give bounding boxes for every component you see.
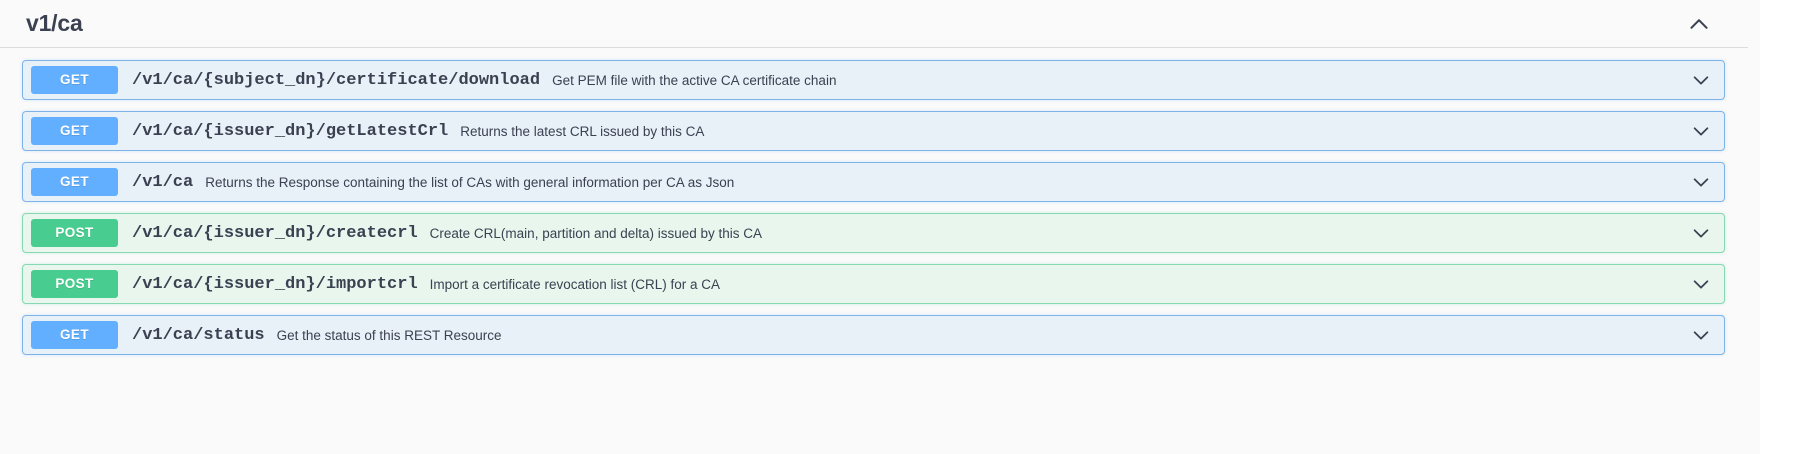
operation-path: /v1/ca/{issuer_dn}/createcrl bbox=[132, 223, 418, 243]
operation-row[interactable]: GET /v1/ca/status Get the status of this… bbox=[22, 315, 1725, 355]
operations-list: GET /v1/ca/{subject_dn}/certificate/down… bbox=[0, 60, 1748, 355]
chevron-down-icon[interactable] bbox=[1690, 324, 1712, 346]
http-method-badge: GET bbox=[31, 66, 118, 94]
operation-description: Get the status of this REST Resource bbox=[276, 327, 502, 343]
chevron-up-icon[interactable] bbox=[1686, 11, 1712, 37]
page-title: v1/ca bbox=[26, 10, 83, 36]
operation-description: Get PEM file with the active CA certific… bbox=[552, 72, 837, 88]
operation-path: /v1/ca/{subject_dn}/certificate/download bbox=[132, 70, 541, 90]
chevron-down-icon[interactable] bbox=[1690, 120, 1712, 142]
operation-path: /v1/ca/{issuer_dn}/getLatestCrl bbox=[132, 121, 449, 141]
operation-path: /v1/ca/{issuer_dn}/importcrl bbox=[132, 274, 418, 294]
operation-description: Import a certificate revocation list (CR… bbox=[429, 276, 720, 292]
operation-path: /v1/ca/status bbox=[132, 325, 265, 345]
swagger-page-canvas: v1/ca GET /v1/ca/{subject_dn}/certificat… bbox=[0, 0, 1748, 355]
operation-description: Returns the latest CRL issued by this CA bbox=[460, 123, 705, 139]
http-method-badge: POST bbox=[31, 219, 118, 247]
opblock-tag-header[interactable]: v1/ca bbox=[0, 0, 1748, 48]
operation-path: /v1/ca bbox=[132, 172, 194, 192]
chevron-down-icon[interactable] bbox=[1690, 69, 1712, 91]
operation-row[interactable]: GET /v1/ca/{subject_dn}/certificate/down… bbox=[22, 60, 1725, 100]
http-method-badge: GET bbox=[31, 117, 118, 145]
http-method-badge: GET bbox=[31, 321, 118, 349]
operation-row[interactable]: POST /v1/ca/{issuer_dn}/importcrl Import… bbox=[22, 264, 1725, 304]
operation-row[interactable]: GET /v1/ca/{issuer_dn}/getLatestCrl Retu… bbox=[22, 111, 1725, 151]
chevron-down-icon[interactable] bbox=[1690, 273, 1712, 295]
http-method-badge: POST bbox=[31, 270, 118, 298]
operation-description: Create CRL(main, partition and delta) is… bbox=[429, 225, 763, 241]
chevron-down-icon[interactable] bbox=[1690, 171, 1712, 193]
chevron-down-icon[interactable] bbox=[1690, 222, 1712, 244]
http-method-badge: GET bbox=[31, 168, 118, 196]
opblock-tag-section-v1-ca: v1/ca GET /v1/ca/{subject_dn}/certificat… bbox=[0, 0, 1748, 355]
operation-row[interactable]: POST /v1/ca/{issuer_dn}/createcrl Create… bbox=[22, 213, 1725, 253]
operation-row[interactable]: GET /v1/ca Returns the Response containi… bbox=[22, 162, 1725, 202]
operation-description: Returns the Response containing the list… bbox=[205, 174, 735, 190]
